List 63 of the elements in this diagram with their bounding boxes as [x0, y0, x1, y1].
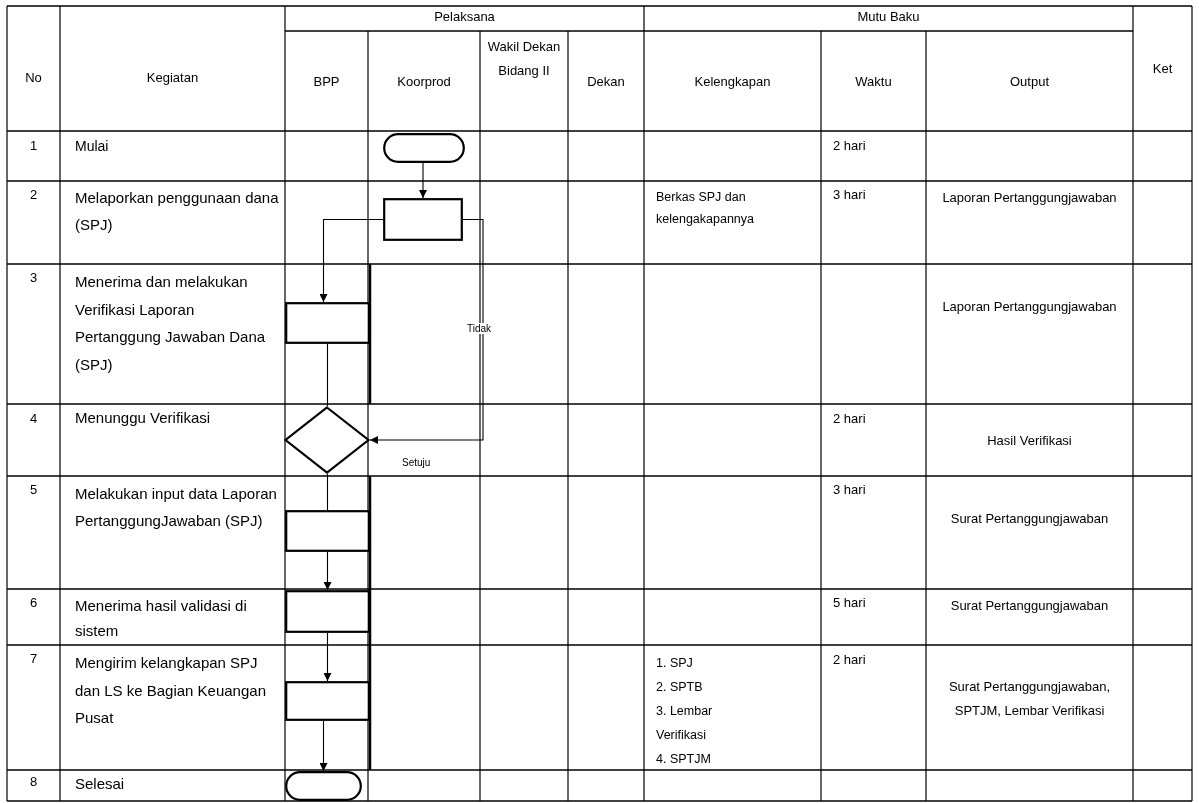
column-header: Dekan — [586, 74, 626, 90]
activity-text: Mulai — [75, 137, 110, 156]
arrow — [419, 162, 427, 199]
duration-text: 3 hari — [833, 481, 867, 499]
process-box — [285, 681, 370, 721]
requirement-item: 3. Lembar Verifikasi — [656, 703, 714, 744]
column-header: Output — [1009, 74, 1050, 90]
row-number: 8 — [28, 773, 39, 791]
column-header: Kelengkapan — [693, 74, 772, 90]
connector-line — [326, 343, 329, 407]
arrow — [323, 632, 332, 682]
decision-label: Setuju — [402, 457, 432, 469]
column-header: No — [24, 70, 43, 86]
row-number: 6 — [28, 594, 39, 612]
arrow — [369, 218, 484, 444]
requirement-item: 4. SPTJM — [656, 751, 712, 768]
requirement-text: Berkas SPJ dan kelengakapannya — [656, 189, 755, 228]
activity-text: Mengirim kelangkapan SPJ dan LS ke Bagian Keuangan Pusat — [75, 653, 267, 728]
column-header: Koorprod — [396, 74, 452, 90]
activity-text: Menerima hasil validasi di sistem — [75, 596, 248, 641]
row-number: 2 — [28, 186, 39, 204]
connector-line — [326, 473, 329, 511]
decision-diamond — [284, 406, 370, 474]
process-box — [285, 302, 370, 344]
row-number: 1 — [28, 137, 39, 155]
output-text: Hasil Verifikasi — [986, 432, 1073, 450]
arrow — [319, 218, 384, 303]
column-header: Ket — [1151, 61, 1174, 77]
requirement-item: 2. SPTB — [656, 679, 704, 696]
column-header: Kegiatan — [145, 70, 200, 86]
activity-text: Melaporkan penggunaan dana (SPJ) — [75, 188, 280, 235]
terminator-shape — [383, 133, 465, 163]
column-header: Wakil Dekan Bidang II — [486, 38, 562, 80]
output-text: Surat Pertanggungjawaban — [949, 510, 1110, 528]
activity-text: Selesai — [75, 774, 126, 794]
duration-text: 5 hari — [833, 594, 867, 612]
output-text: Laporan Pertanggungjawaban — [941, 298, 1118, 316]
process-box — [285, 510, 370, 552]
duration-text: 3 hari — [833, 186, 867, 204]
column-group-header: Mutu Baku — [856, 9, 921, 25]
column-header: Waktu — [854, 74, 893, 90]
column-header: BPP — [312, 74, 341, 90]
row-number: 4 — [28, 410, 39, 428]
column-group-header: Pelaksana — [433, 9, 496, 25]
row-number: 3 — [28, 269, 39, 287]
output-text: Surat Pertanggungjawaban, SPTJM, Lembar Verifikasi — [947, 678, 1112, 720]
process-box — [285, 590, 370, 633]
process-box — [383, 198, 463, 241]
duration-text: 2 hari — [833, 651, 867, 669]
row-number: 5 — [28, 481, 39, 499]
arrow — [323, 551, 332, 591]
arrow — [319, 720, 328, 772]
terminator-shape — [285, 771, 362, 801]
activity-text: Menunggu Verifikasi — [75, 408, 212, 428]
activity-text: Melakukan input data Laporan PertanggungJawaban (SPJ) — [75, 484, 278, 531]
duration-text: 2 hari — [833, 137, 867, 155]
output-text: Surat Pertanggungjawaban — [949, 597, 1110, 615]
edge-label: Tidak — [466, 323, 493, 334]
requirement-item: 1. SPJ — [656, 655, 694, 672]
activity-text: Menerima dan melakukan Verifikasi Laporan Pertanggung Jawaban Dana (SPJ) — [75, 272, 267, 375]
row-number: 7 — [28, 650, 39, 668]
duration-text: 2 hari — [833, 410, 867, 428]
output-text: Laporan Pertanggungjawaban — [941, 189, 1118, 207]
